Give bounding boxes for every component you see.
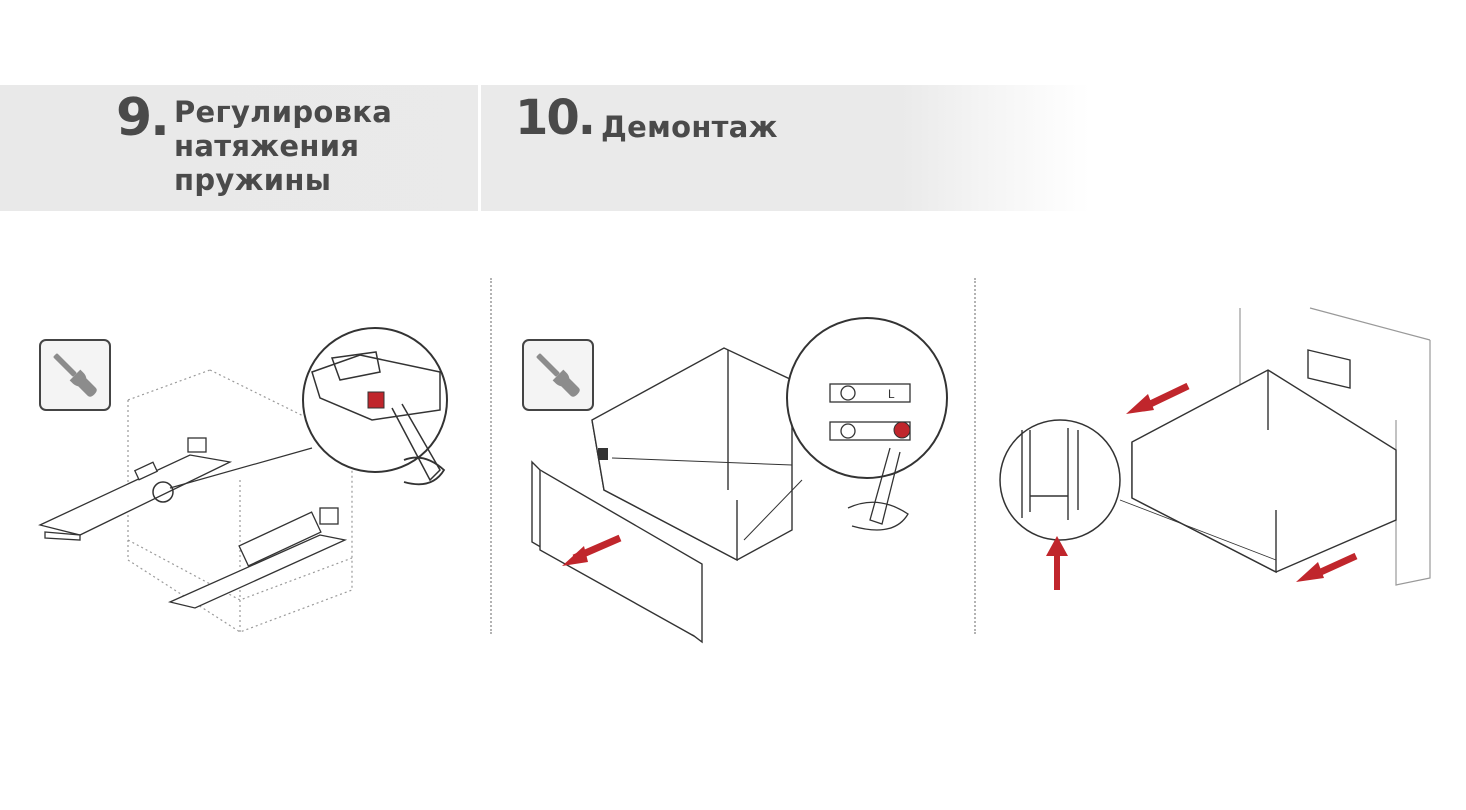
header-band bbox=[0, 85, 1466, 211]
step-10-title: Демонтаж bbox=[601, 110, 778, 144]
step-10-number: 10. bbox=[515, 90, 596, 146]
step-9-title: Регулировка натяжения пружины bbox=[174, 95, 434, 197]
disassembly-drawer-illustration: L bbox=[531, 317, 948, 644]
drawer-removal-illustration bbox=[999, 307, 1431, 590]
panel-divider-2 bbox=[974, 278, 976, 634]
header-split bbox=[478, 85, 481, 211]
screwdriver-icon bbox=[53, 353, 97, 397]
spring-tension-illustration bbox=[38, 327, 448, 633]
screwdriver-badge-step-9 bbox=[39, 339, 111, 411]
step-9-title-line-1: Регулировка bbox=[174, 95, 393, 129]
step-9-number: 9. bbox=[116, 88, 170, 148]
step-9-title-line-2: натяжения bbox=[174, 129, 360, 163]
screwdriver-badge-step-10 bbox=[522, 339, 594, 411]
panel-divider-1 bbox=[490, 278, 492, 634]
step-9-title-line-3: пружины bbox=[174, 163, 332, 197]
step-10-title-line-1: Демонтаж bbox=[601, 110, 778, 144]
screwdriver-icon bbox=[536, 353, 580, 397]
bracket-letter: L bbox=[888, 387, 895, 401]
